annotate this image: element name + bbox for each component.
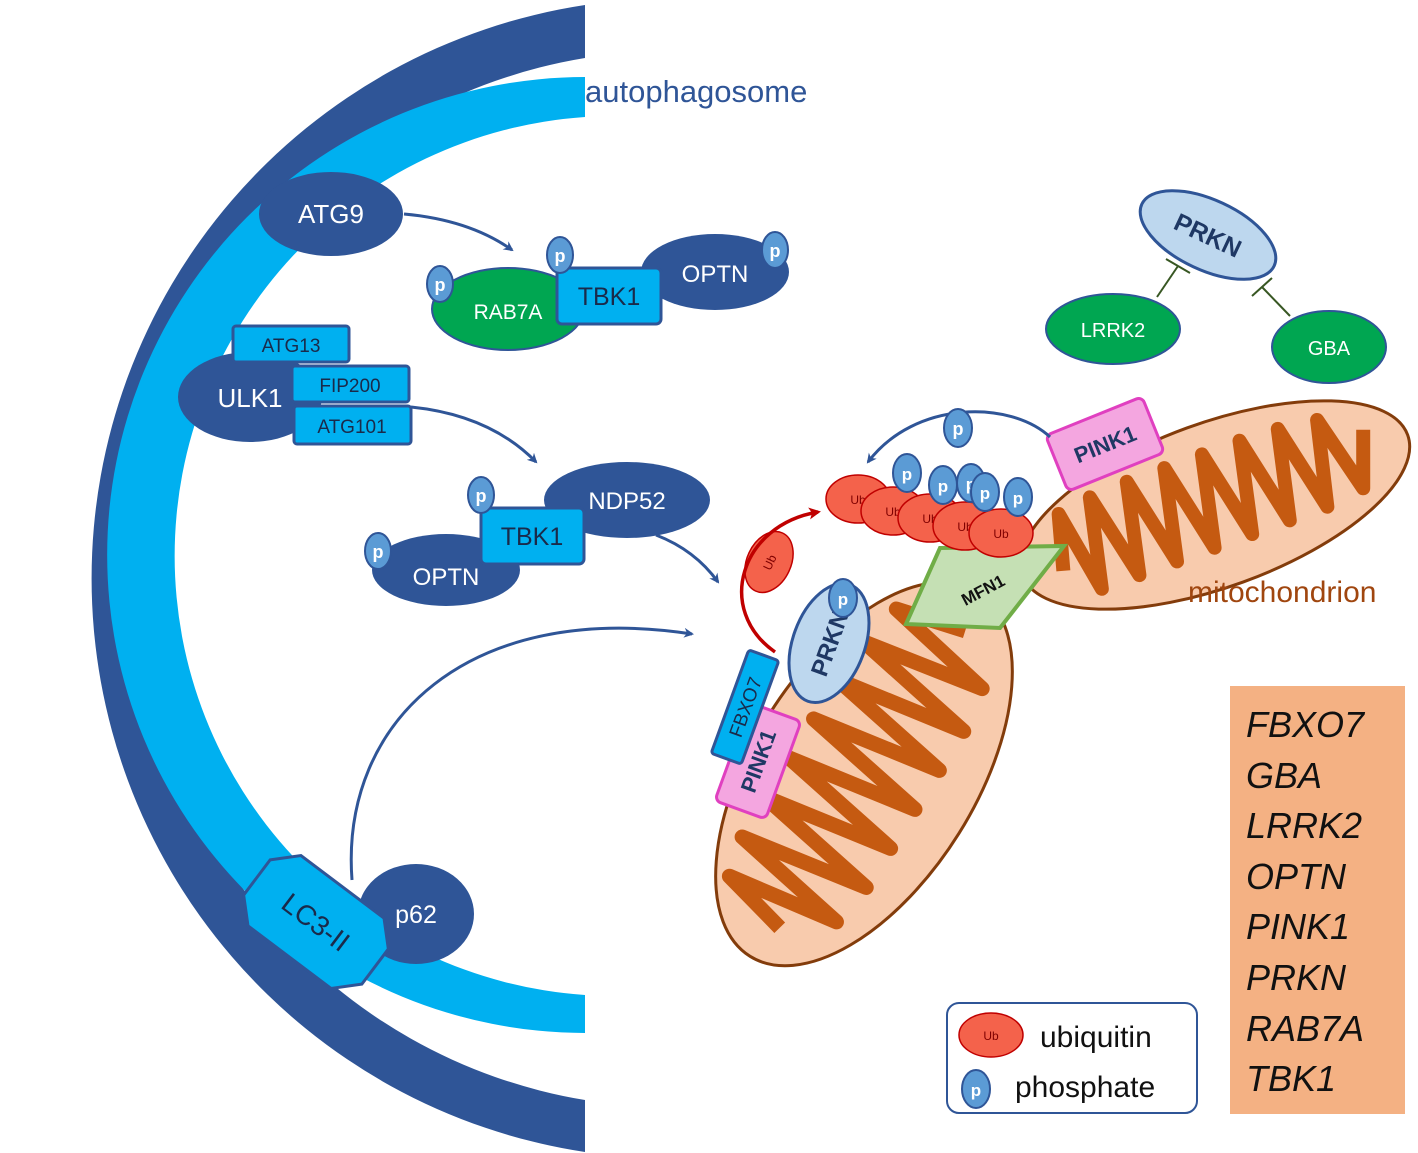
svg-text:Ub: Ub [993,527,1009,541]
gene-item: LRRK2 [1246,805,1363,847]
phosphate-icon: p [364,532,392,570]
fip200-label: FIP200 [319,376,380,397]
legend-phosphate-label: phosphate [1015,1071,1155,1104]
svg-text:p: p [938,477,948,496]
atg13-protein [231,324,351,364]
svg-text:p: p [966,475,976,494]
ubiquitin-chain: Ub Ub Ub Ub Ub p p p [825,453,1034,558]
ulk1-protein [178,352,322,442]
lrrk2-label: LRRK2 [1081,320,1145,342]
svg-text:p: p [476,486,487,506]
atg101-protein [292,404,413,446]
ubiquitin-icon: Ub [968,508,1034,558]
optn-top-label: OPTN [682,261,749,288]
lc3-ii-protein: LC3-II [242,853,390,991]
gene-item: GBA [1246,754,1323,796]
phosphate-legend-icon: p [961,1069,991,1109]
ulk1-label: ULK1 [217,383,282,413]
tbk1-top-protein [555,266,663,326]
pink1-right-protein: PINK1 [1045,397,1165,491]
gba-label: GBA [1308,338,1351,360]
svg-text:p: p [953,419,964,439]
arrow-ulk1-to-tbk1 [410,405,538,464]
phosphate-icon: p [970,472,1000,512]
arrow-ndp52-to-mitochondrion [655,533,720,584]
gene-item: TBK1 [1246,1058,1337,1100]
prkn-top-protein: PRKN [1138,189,1278,281]
phosphate-icon: p [928,465,958,505]
phosphate-icon: p [1003,477,1033,517]
svg-text:p: p [971,1081,981,1100]
phosphate-icon: p [892,453,922,493]
gene-item: FBXO7 [1246,704,1365,745]
gene-item: OPTN [1246,855,1347,897]
gene-item: RAB7A [1246,1007,1365,1049]
tbk1-mid-label: TBK1 [501,523,564,551]
legend-ubiquitin-label: ubiquitin [1040,1021,1152,1054]
atg13-label: ATG13 [262,336,321,357]
legend: Ub ubiquitin p phosphate [946,1002,1198,1114]
atg101-label: ATG101 [317,417,386,438]
svg-text:p: p [770,241,781,261]
lrrk2-protein [1045,293,1181,365]
svg-text:p: p [435,275,446,295]
phosphate-icon: p [761,231,789,269]
tbk1-mid-protein [479,506,586,566]
inhibition-gba-prkn [1251,277,1291,317]
atg9-label: ATG9 [298,199,364,229]
phosphate-icon: p [426,265,454,303]
svg-text:p: p [1013,489,1023,508]
mitochondrion-label: mitochondrion [1188,576,1376,609]
optn-top-protein [641,234,789,310]
gene-item: PRKN [1246,956,1347,998]
svg-text:Ub: Ub [885,505,901,519]
tbk1-top-label: TBK1 [578,283,641,311]
gba-protein [1271,310,1387,384]
phosphate-icon: p [467,476,495,514]
svg-text:p: p [902,465,912,484]
gene-item: PINK1 [1246,906,1351,948]
phosphate-icon: p [828,578,858,618]
svg-text:Ub: Ub [760,552,779,572]
svg-text:p: p [838,590,848,609]
svg-text:Ub: Ub [983,1029,999,1043]
atg9-protein [259,172,403,256]
arrow-atg9-to-tbk1 [403,212,514,252]
optn-mid-label: OPTN [413,564,480,591]
ubiquitin-legend-icon: Ub [958,1012,1024,1058]
autophagosome-label: autophagosome [585,74,807,109]
mfn1-protein: MFN1 [902,543,1069,631]
svg-text:p: p [373,542,384,562]
phosphate-icon: p [546,236,574,274]
arrow-prkn-ubiquitination [739,507,821,654]
phosphate-icon: p [943,408,973,448]
p62-label: p62 [395,901,437,929]
inhibition-lrrk2-prkn [1156,258,1191,298]
rab7a-label: RAB7A [474,301,543,324]
gene-list-box: FBXO7 GBA LRRK2 OPTN PINK1 PRKN RAB7A TB… [1230,686,1405,1114]
mitochondrion [714,399,1412,968]
svg-text:p: p [980,484,990,503]
autophagosome-inner-membrane [107,77,586,1033]
ndp52-label: NDP52 [588,488,665,515]
arrow-p62-to-mitochondrion [349,626,694,881]
svg-text:p: p [555,246,566,266]
fip200-protein [290,364,411,404]
